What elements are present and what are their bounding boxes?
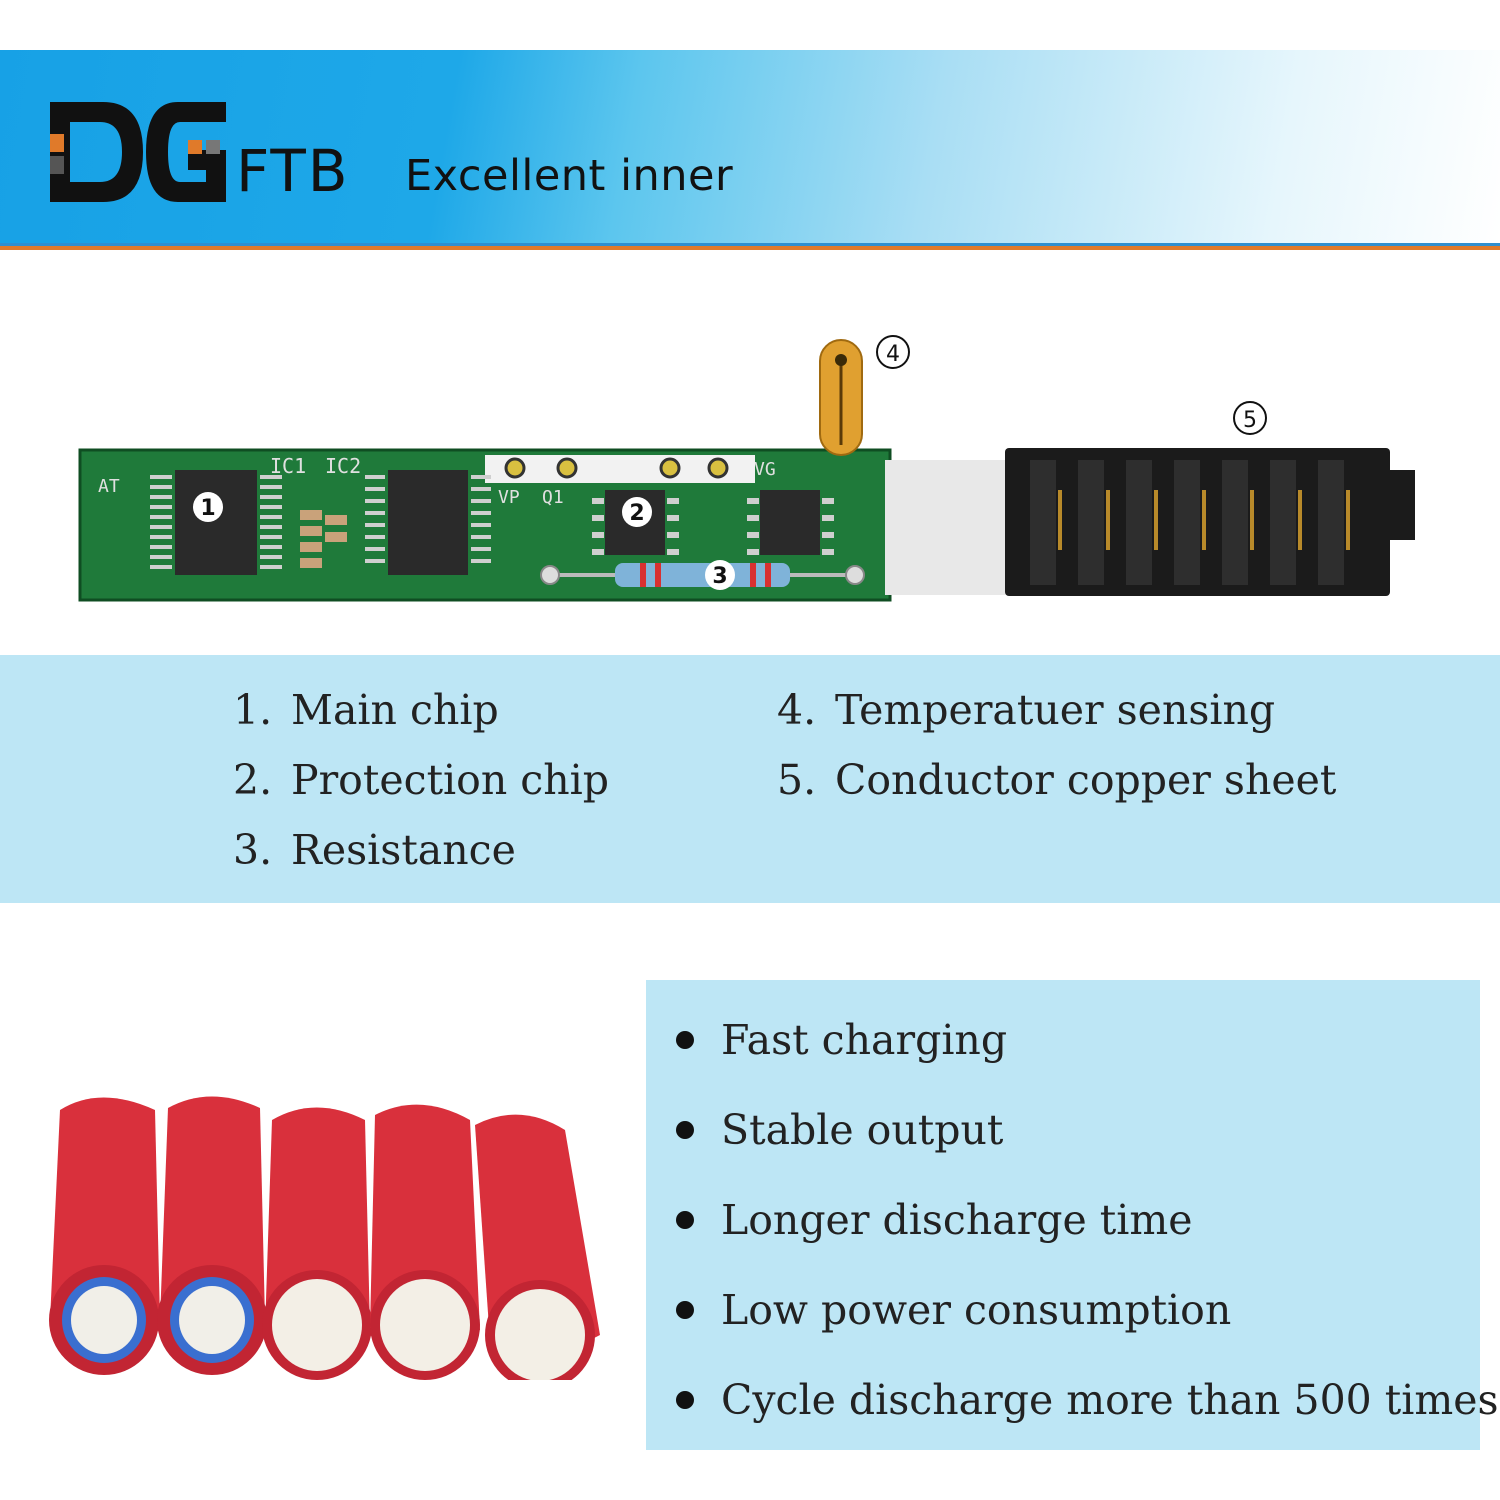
legend-item: 2.Protection chip bbox=[233, 760, 609, 801]
legend-item: 1.Main chip bbox=[233, 690, 499, 731]
legend-label: Protection chip bbox=[291, 756, 610, 804]
legend-item: 4.Temperatuer sensing bbox=[777, 690, 1275, 731]
legend-number: 1. bbox=[233, 686, 273, 734]
legend-number: 5. bbox=[777, 756, 817, 804]
feature-item: Cycle discharge more than 500 times bbox=[676, 1380, 1499, 1421]
feature-label: Fast charging bbox=[721, 1016, 1008, 1064]
silk-vp: VP bbox=[498, 487, 520, 508]
silk-ic1: IC1 bbox=[270, 454, 306, 478]
callout-5: 5 bbox=[1243, 408, 1257, 433]
legend-panel bbox=[0, 655, 1500, 903]
battery-cell bbox=[49, 1097, 160, 1375]
battery-cell bbox=[157, 1096, 267, 1375]
page-title: Excellent inner bbox=[405, 151, 734, 201]
legend-item: 5.Conductor copper sheet bbox=[777, 760, 1336, 801]
feature-item: Fast charging bbox=[676, 1020, 1007, 1061]
legend-label: Resistance bbox=[291, 826, 516, 874]
callout-2: 2 bbox=[629, 501, 644, 526]
legend-label: Temperatuer sensing bbox=[835, 686, 1276, 734]
bullet-icon bbox=[676, 1300, 694, 1319]
legend-number: 3. bbox=[233, 826, 273, 874]
header-banner bbox=[0, 50, 1500, 243]
feature-item: Longer discharge time bbox=[676, 1200, 1193, 1241]
legend-label: Conductor copper sheet bbox=[835, 756, 1337, 804]
legend-item: 3.Resistance bbox=[233, 830, 516, 871]
legend-label: Main chip bbox=[291, 686, 499, 734]
bullet-icon bbox=[676, 1390, 694, 1409]
bullet-icon bbox=[676, 1210, 694, 1229]
legend-number: 2. bbox=[233, 756, 273, 804]
callout-3: 3 bbox=[712, 564, 727, 589]
callout-1: 1 bbox=[200, 496, 215, 521]
silk-ic2: IC2 bbox=[325, 454, 361, 478]
brand-name: FTB bbox=[236, 137, 350, 205]
silk-vg: VG bbox=[754, 459, 776, 480]
mosfet-chip bbox=[760, 490, 820, 555]
feature-label: Longer discharge time bbox=[721, 1196, 1193, 1244]
header-rule bbox=[0, 243, 1500, 250]
legend-number: 4. bbox=[777, 686, 817, 734]
ic2-chip bbox=[388, 470, 468, 575]
feature-label: Low power consumption bbox=[721, 1286, 1232, 1334]
silk-q1: Q1 bbox=[542, 487, 564, 508]
feature-item: Stable output bbox=[676, 1110, 1003, 1151]
feature-item: Low power consumption bbox=[676, 1290, 1231, 1331]
battery-cell bbox=[262, 1107, 372, 1380]
bullet-icon bbox=[676, 1120, 694, 1139]
brand-logo bbox=[50, 102, 226, 202]
metal-strip bbox=[885, 460, 1020, 595]
feature-label: Cycle discharge more than 500 times bbox=[721, 1376, 1499, 1424]
battery-cells-illustration bbox=[49, 1096, 600, 1380]
main-chip bbox=[175, 470, 257, 575]
pcb-board-illustration: IC1 IC2 AT VP Q1 VG bbox=[78, 335, 1415, 602]
features-panel: Fast charging Stable output Longer disch… bbox=[646, 980, 1499, 1450]
callout-4: 4 bbox=[886, 342, 900, 367]
bullet-icon bbox=[676, 1030, 694, 1049]
silk-at: AT bbox=[98, 476, 120, 497]
feature-label: Stable output bbox=[721, 1106, 1004, 1154]
battery-cell bbox=[475, 1114, 600, 1380]
battery-cell bbox=[370, 1104, 480, 1380]
